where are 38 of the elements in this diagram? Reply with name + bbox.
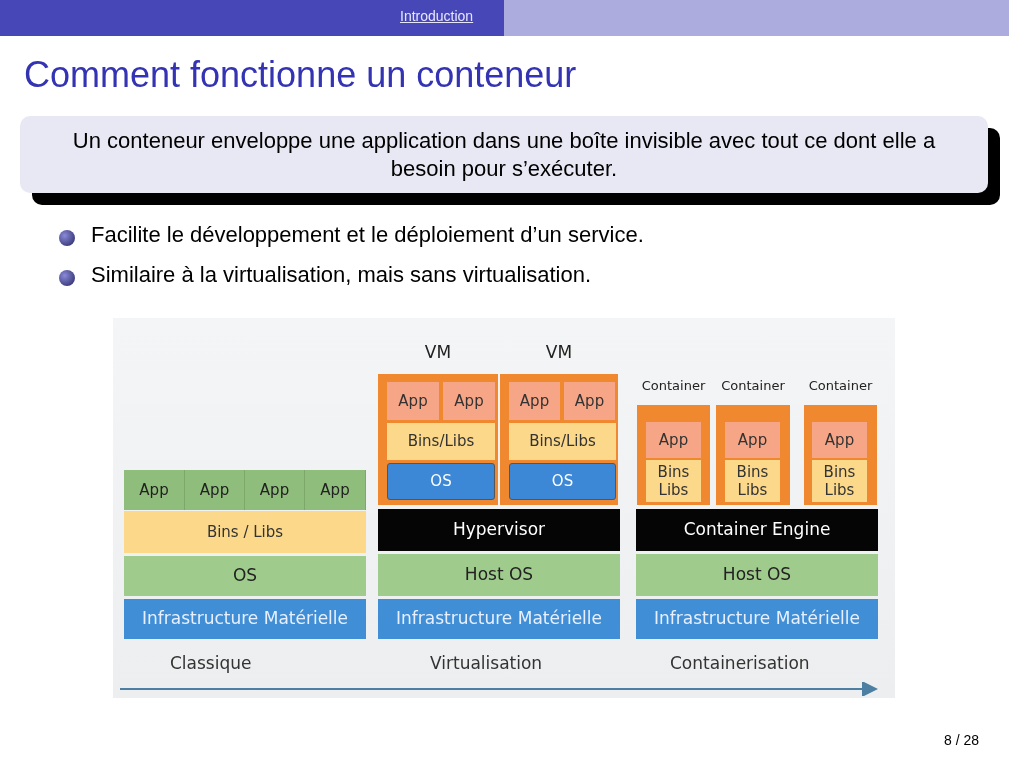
layer-block: OS [124, 556, 366, 596]
bullet-text: Similaire à la virtualisation, mais sans virtualisation. [91, 262, 592, 288]
layer-block: App [509, 382, 560, 420]
layer-block: App [245, 470, 305, 510]
layer-block: OS [387, 463, 495, 500]
frame-heading: Container [807, 378, 874, 395]
layer-block: App [646, 422, 701, 458]
layer-block: Infrastructure Matérielle [636, 599, 878, 639]
layer-block: OS [509, 463, 616, 500]
layer-block: Infrastructure Matérielle [378, 599, 620, 639]
layer-block: Bins Libs [812, 460, 867, 502]
layer-block: Bins Libs [725, 460, 780, 502]
bullet-text: Facilite le développement et le déploiement d’un service. [91, 222, 644, 248]
layer-block: Bins / Libs [124, 511, 366, 553]
layer-block: App [387, 382, 439, 420]
layer-block: App [564, 382, 615, 420]
column-label: Classique [170, 653, 252, 673]
layer-block: Host OS [636, 554, 878, 596]
section-link: Introduction [400, 8, 474, 24]
layer-block: Bins/Libs [387, 423, 495, 460]
layer-block: App [185, 470, 245, 510]
page-number: 8 / 28 [944, 732, 980, 748]
layer-block: Infrastructure Matérielle [124, 599, 366, 639]
layer-block: App [812, 422, 867, 458]
frame-heading: VM [544, 342, 574, 364]
frame-heading: VM [423, 342, 453, 364]
layer-block: App [443, 382, 495, 420]
layer-block: App [124, 470, 185, 510]
layer-block: Hypervisor [378, 509, 620, 551]
layer-block: Container Engine [636, 509, 878, 551]
layer-block: Bins/Libs [509, 423, 616, 460]
slide-title: Comment fonctionne un conteneur [24, 54, 577, 96]
layer-block: App [305, 470, 366, 510]
layer-block: Host OS [378, 554, 620, 596]
layer-block: App [725, 422, 780, 458]
column-label: Containerisation [670, 653, 810, 673]
column-label: Virtualisation [430, 653, 543, 673]
layer-block: Bins Libs [646, 460, 701, 502]
